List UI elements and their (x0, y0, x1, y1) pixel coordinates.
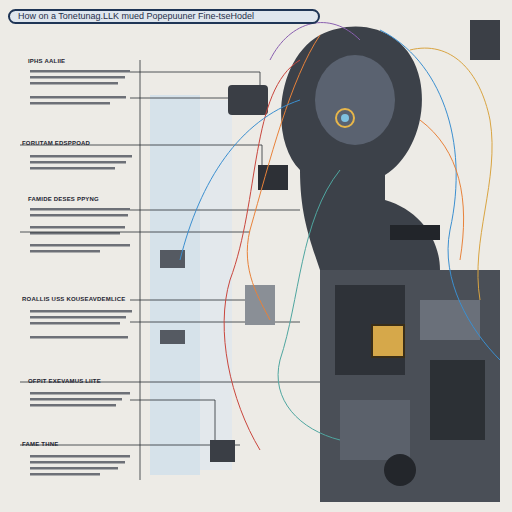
text-line (30, 226, 125, 229)
text-line (30, 102, 110, 105)
eye (341, 114, 349, 122)
wire (380, 30, 500, 360)
section-heading: OFPIT EXEVAMUS LIITE (28, 378, 101, 384)
text-line (30, 70, 130, 73)
wire (180, 100, 300, 260)
component-box (228, 85, 268, 115)
text-line (30, 250, 100, 253)
title-banner: How on a Tonetunag.LLK mued Popepuuner F… (8, 9, 320, 24)
head-core (315, 55, 395, 145)
text-line (30, 310, 132, 313)
text-line (30, 461, 125, 464)
text-line (30, 244, 130, 247)
body-panel (340, 400, 410, 460)
text-line (30, 161, 126, 164)
wires (180, 23, 500, 450)
section-heading: FAMIDE DESES PPYNG (28, 196, 99, 202)
wire (420, 120, 464, 260)
component-box (470, 20, 500, 60)
text-line (30, 455, 130, 458)
robot-body (320, 270, 500, 502)
section-heading: FORUTAM EDSPPOAD (22, 140, 90, 146)
leader-line (20, 145, 262, 170)
wire (278, 170, 340, 440)
wire (410, 48, 492, 300)
body-panel (335, 285, 405, 375)
body-panel (430, 360, 485, 440)
section-heading: FAME THNE (22, 441, 58, 447)
dial (384, 454, 416, 486)
eye-ring (336, 109, 354, 127)
wire (224, 60, 300, 450)
component-box (210, 440, 235, 462)
panel-column (200, 100, 232, 470)
text-line (30, 167, 115, 170)
text-line (30, 82, 118, 85)
wire (270, 23, 360, 60)
text-line (30, 208, 130, 211)
component-box (160, 250, 185, 268)
text-line (30, 473, 100, 476)
body-panel (420, 300, 480, 340)
body-text-lines (30, 70, 132, 476)
text-line (30, 467, 118, 470)
wire (247, 35, 320, 320)
section-heading: IPHS AALIIE (28, 58, 65, 64)
leader-line (130, 98, 230, 99)
component-box (160, 330, 185, 344)
text-line (30, 398, 122, 401)
text-line (30, 214, 128, 217)
component-box (390, 225, 440, 240)
component-box (245, 285, 275, 325)
text-line (30, 76, 125, 79)
leader-line (140, 60, 141, 480)
text-line (30, 404, 116, 407)
text-line (30, 316, 126, 319)
text-line (30, 155, 132, 158)
leader-line (130, 400, 215, 440)
text-line (30, 322, 120, 325)
text-line (30, 392, 130, 395)
panel-column (150, 95, 200, 475)
text-line (30, 96, 126, 99)
text-line (30, 336, 128, 339)
chip (372, 325, 404, 357)
leader-line (130, 300, 245, 301)
leader-line (130, 210, 300, 211)
leader-line (20, 232, 250, 233)
section-heading: ROALLIS USS KOUSEAVDEMLICE (22, 296, 125, 302)
